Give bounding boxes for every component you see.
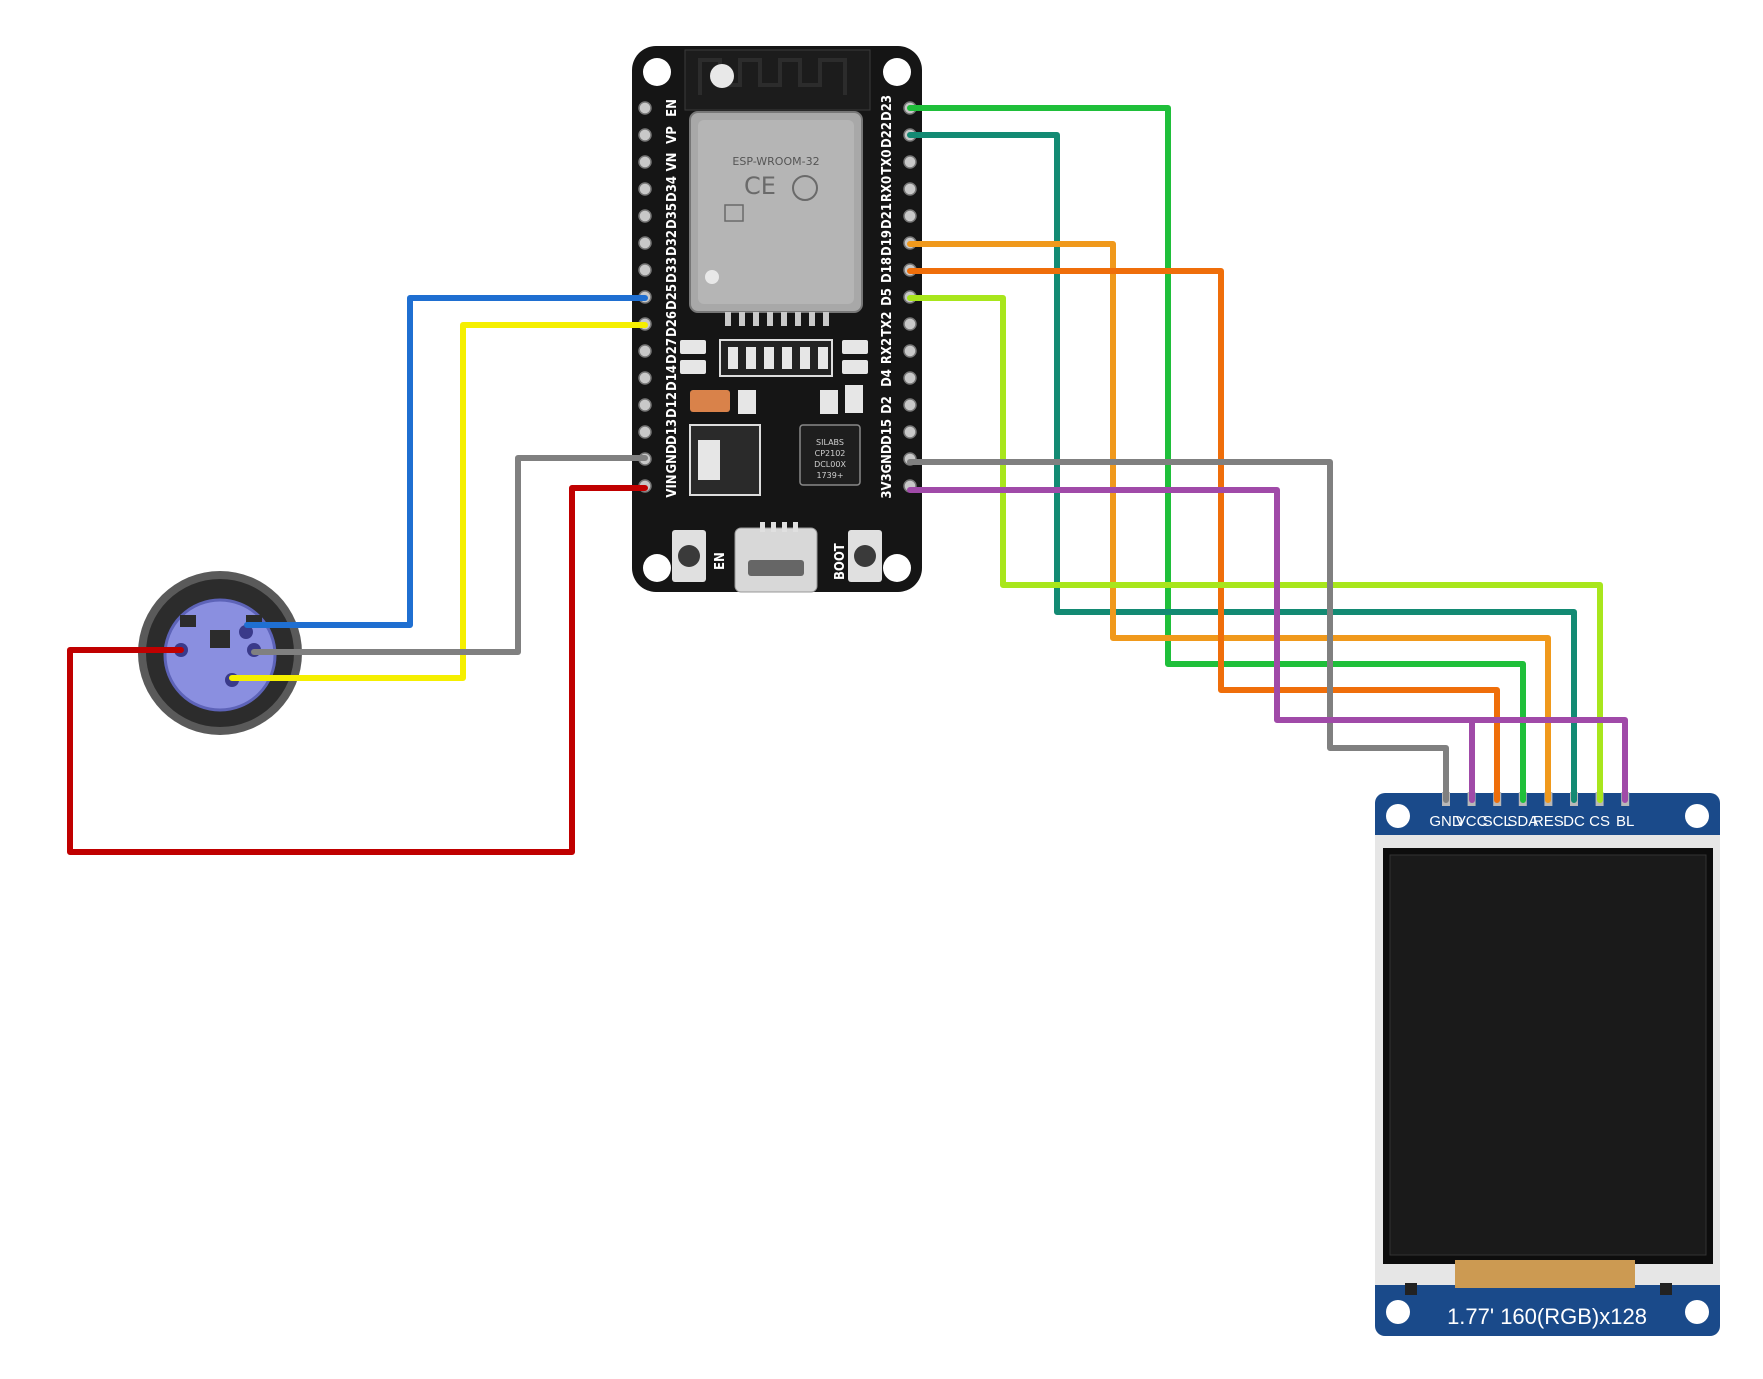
- esp32-pin-label: D25: [665, 284, 680, 310]
- wire-darkorange-d18: [907, 268, 1500, 803]
- usb-bridge-chip: [799, 424, 861, 486]
- wires: [67, 105, 1628, 855]
- esp32-pin-label: D27: [665, 338, 680, 364]
- esp32-pin: [638, 236, 652, 250]
- tft-pin-label: VCC: [1456, 813, 1488, 830]
- esp32-pin-label: D21: [880, 203, 895, 229]
- ps2-connector: [138, 571, 302, 735]
- wire-orange-d19: [907, 241, 1551, 803]
- ribbon-cable: [1455, 1260, 1635, 1288]
- tft-caption: 1.77' 160(RGB)x128: [1447, 1304, 1647, 1329]
- esp32-pin-label: RX0: [880, 176, 895, 202]
- esp32-pin-label: D13: [665, 419, 680, 445]
- wire-green-d23: [907, 105, 1526, 803]
- tft-pin-label: DC: [1563, 813, 1585, 830]
- esp32-board: ESP-WROOM-32 CE SILABS CP2102: [632, 46, 922, 593]
- en-button[interactable]: [672, 530, 706, 582]
- esp32-pin: [638, 182, 652, 196]
- wire-gray-gnd-right: [907, 459, 1449, 803]
- esp32-pin-label: D33: [665, 257, 680, 283]
- mount-hole: [643, 554, 671, 582]
- esp32-pin-label: D15: [880, 419, 895, 445]
- esp32-pin-label: D14: [665, 365, 680, 391]
- wire-lime-d5: [907, 295, 1603, 803]
- esp32-pin-label: GND: [880, 444, 895, 473]
- wire-blue-d26: [244, 295, 648, 628]
- esp32-pin: [903, 398, 917, 412]
- chip-line: 1739+: [816, 471, 843, 480]
- esp32-pin: [903, 371, 917, 385]
- esp32-pin-label: D22: [880, 122, 895, 148]
- wifi-logo-icon: [792, 175, 818, 201]
- esp32-pin: [638, 209, 652, 223]
- led-icon: [710, 64, 734, 88]
- esp32-pin-label: D26: [665, 311, 680, 337]
- esp32-pin: [638, 398, 652, 412]
- en-button-label: EN: [713, 552, 728, 570]
- tft-pin-label: RES: [1533, 813, 1564, 830]
- esp32-pin: [903, 425, 917, 439]
- esp32-pin: [903, 317, 917, 331]
- module-name: ESP-WROOM-32: [732, 155, 819, 168]
- esp32-pin-label: EN: [665, 99, 680, 117]
- boot-button-label: BOOT: [833, 543, 848, 580]
- esp32-pin: [903, 182, 917, 196]
- esp32-pin-label: VN: [665, 153, 680, 172]
- esp32-pin-label: D5: [880, 288, 895, 306]
- esp32-pin-label: D35: [665, 203, 680, 229]
- mount-hole: [1685, 1300, 1709, 1324]
- chip-line: SILABS: [816, 438, 844, 447]
- tft-pin-label: SCL: [1483, 813, 1512, 830]
- esp32-pin-label: D4: [880, 369, 895, 387]
- wire-yellow-d27: [229, 322, 648, 681]
- esp32-pin-label: VIN: [665, 474, 680, 497]
- mount-hole: [1685, 804, 1709, 828]
- esp32-pin-label: D18: [880, 257, 895, 283]
- esp32-pin: [903, 209, 917, 223]
- esp32-pin-label: D12: [665, 392, 680, 418]
- wire-red-vin: [67, 485, 648, 855]
- chip-line: DCL00X: [814, 460, 846, 469]
- esp32-pin: [638, 344, 652, 358]
- esp32-pin: [903, 344, 917, 358]
- esp32-pin-label: GND: [665, 444, 680, 473]
- esp32-pin: [903, 155, 917, 169]
- mount-hole: [1386, 804, 1410, 828]
- esp32-pin-label: TX2: [880, 311, 895, 336]
- wire-purple-3v3: [907, 487, 1628, 803]
- wire-gray-gnd-left: [251, 455, 648, 655]
- esp32-pin: [638, 263, 652, 277]
- chip-line: CP2102: [815, 449, 846, 458]
- tantalum-capacitor: [690, 390, 730, 412]
- esp32-pin-label: 3V3: [880, 473, 895, 498]
- mount-hole: [883, 58, 911, 86]
- mount-hole: [1386, 1300, 1410, 1324]
- esp32-pin-label: D32: [665, 230, 680, 256]
- esp32-pin-label: D23: [880, 95, 895, 121]
- esp32-pin-label: D34: [665, 176, 680, 202]
- mount-hole: [643, 58, 671, 86]
- tft-pin-label: SDA: [1507, 813, 1538, 830]
- esp32-pin-label: D19: [880, 230, 895, 256]
- esp32-left-header: EN VP VN D34D35D32D33D25D26D27D14D12D13GNDV…: [638, 99, 680, 498]
- esp32-pin: [638, 101, 652, 115]
- esp32-pin-label: D2: [880, 396, 895, 414]
- esp32-pin-label: TX0: [880, 149, 895, 174]
- esp32-pin-label: VP: [665, 126, 680, 144]
- esp32-pin-label: RX2: [880, 338, 895, 364]
- esp32-pin: [638, 371, 652, 385]
- tft-pin-label: GND: [1429, 813, 1463, 830]
- wire-teal-d22: [907, 132, 1577, 803]
- esp32-pin: [638, 425, 652, 439]
- tft-pin-label: BL: [1616, 813, 1634, 830]
- ce-mark-icon: CE: [744, 172, 776, 200]
- esp32-pin: [638, 128, 652, 142]
- tft-pin-label: CS: [1589, 813, 1610, 830]
- boot-button[interactable]: [848, 530, 882, 582]
- esp32-pin: [638, 155, 652, 169]
- mount-hole: [883, 554, 911, 582]
